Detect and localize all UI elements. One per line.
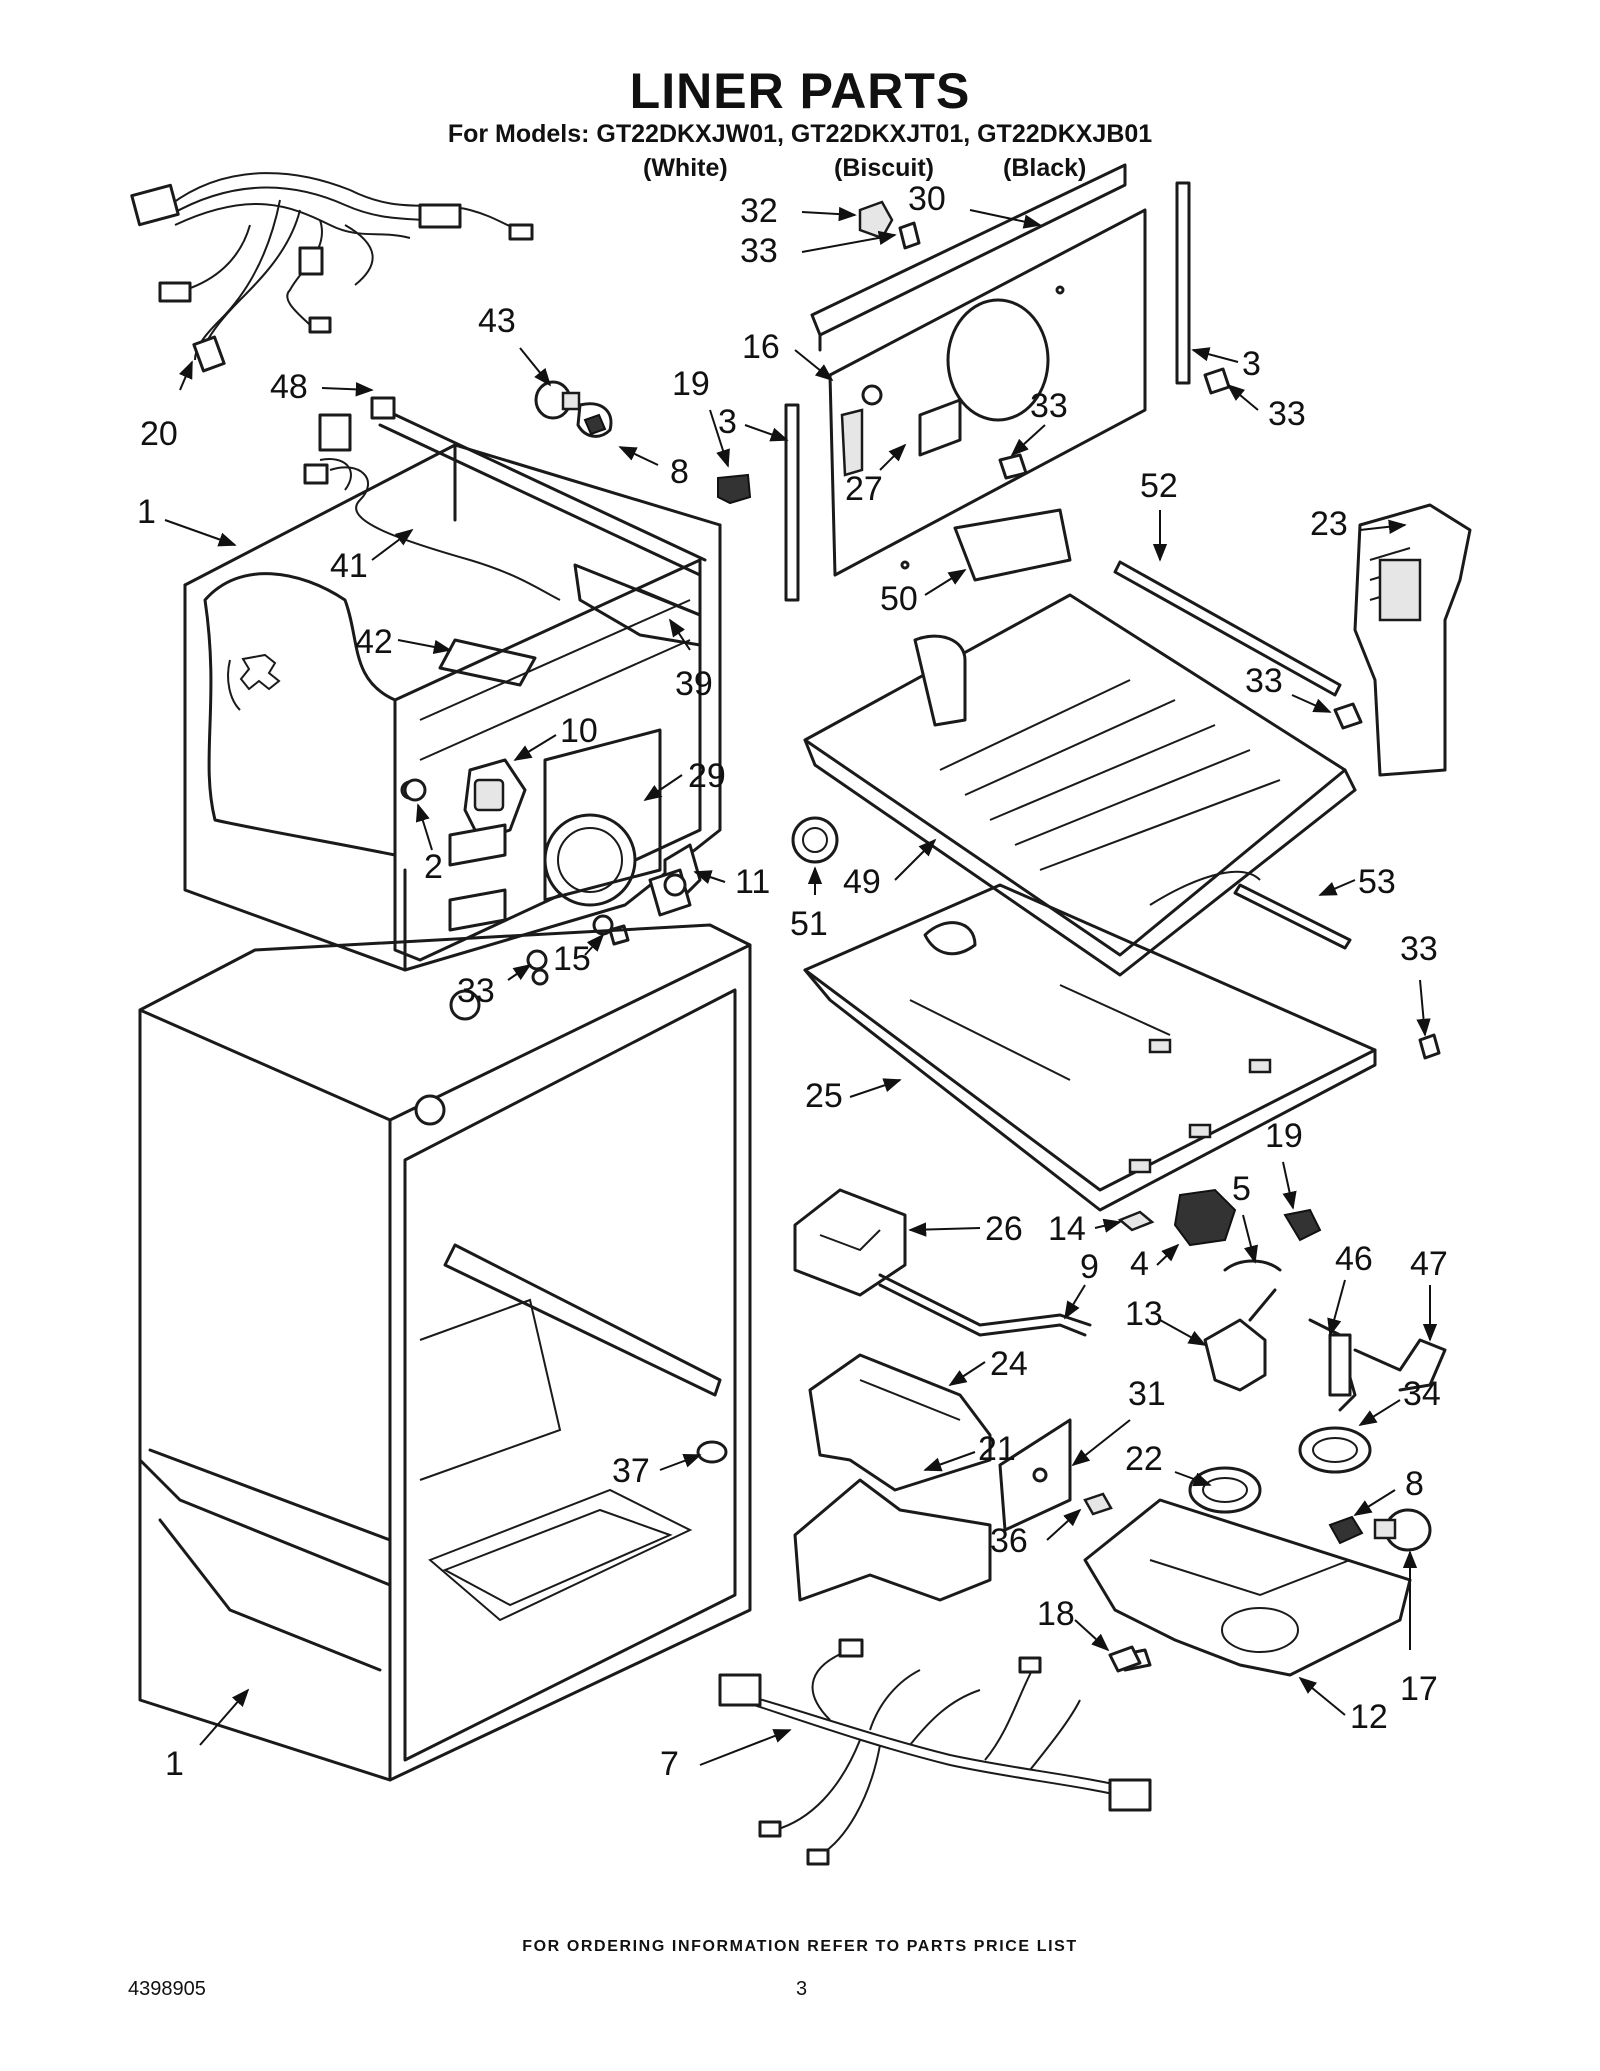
callout-11: 11 (735, 863, 770, 901)
callout-17: 17 (1400, 1670, 1438, 1708)
callout-48: 48 (270, 368, 308, 406)
callout-7: 7 (660, 1745, 679, 1783)
callout-3: 3 (1242, 345, 1261, 383)
callout-3: 3 (718, 403, 737, 441)
damper-assembly (1117, 1188, 1322, 1392)
callout-1: 1 (137, 493, 156, 531)
ice-chute-components (793, 1353, 1113, 1602)
callout-12: 12 (1350, 1698, 1388, 1736)
callout-8: 8 (670, 453, 689, 491)
small-fuse-part-18 (1108, 1645, 1142, 1673)
callout-49: 49 (843, 863, 881, 901)
wire-harness-upper (130, 172, 534, 373)
callout-31: 31 (1128, 1375, 1166, 1413)
callout-18: 18 (1037, 1595, 1075, 1633)
wire-harness-lower (718, 1638, 1152, 1866)
callout-26: 26 (985, 1210, 1023, 1248)
color-black: (Black) (1003, 154, 1087, 182)
callout-15: 15 (553, 940, 591, 978)
callout-19: 19 (1265, 1117, 1303, 1155)
callout-14: 14 (1048, 1210, 1086, 1248)
callout-24: 24 (990, 1345, 1028, 1383)
callout-27: 27 (845, 470, 883, 508)
callout-33: 33 (740, 232, 778, 270)
evaporator-fan-assembly (403, 728, 702, 986)
clip-part-19-upper (717, 473, 752, 505)
callout-33: 33 (457, 972, 495, 1010)
callout-2: 2 (424, 848, 443, 886)
callout-labels: 20 48 43 8 19 3 32 30 33 16 3 33 33 27 1… (137, 180, 1448, 1783)
document-number: 4398905 (128, 1978, 206, 2000)
leader-lines (164, 206, 1438, 1766)
right-side-components (1113, 503, 1472, 1060)
callout-13: 13 (1125, 1295, 1163, 1333)
gasket-strip-left (784, 403, 800, 602)
page-title: LINER PARTS (629, 63, 971, 119)
callout-37: 37 (612, 1452, 650, 1490)
freezer-shelf-tray (791, 508, 1357, 977)
callout-19: 19 (672, 365, 710, 403)
callout-9: 9 (1080, 1248, 1099, 1286)
fresh-food-liner (138, 923, 752, 1782)
model-numbers: For Models: GT22DKXJW01, GT22DKXJT01, GT… (447, 120, 1153, 148)
freezer-floor-shelf (803, 883, 1377, 1212)
callout-5: 5 (1232, 1170, 1251, 1208)
freezer-liner (183, 443, 722, 972)
callout-1: 1 (165, 1745, 184, 1783)
liner-wiring-and-duct (303, 396, 707, 687)
callout-50: 50 (880, 580, 918, 618)
callout-4: 4 (1130, 1245, 1149, 1283)
callout-41: 41 (330, 547, 368, 585)
callout-16: 16 (742, 328, 780, 366)
callout-33: 33 (1030, 387, 1068, 425)
color-biscuit: (Biscuit) (834, 154, 934, 182)
callout-47: 47 (1410, 1245, 1448, 1283)
callout-46: 46 (1335, 1240, 1373, 1278)
page-number: 3 (796, 1978, 808, 2000)
ice-dispenser-upper (793, 1188, 1092, 1337)
callout-23: 23 (1310, 505, 1348, 543)
ordering-note: FOR ORDERING INFORMATION REFER TO PARTS … (522, 1938, 1078, 1955)
lamp-and-socket-upper (534, 380, 613, 438)
callout-42: 42 (355, 623, 393, 661)
callout-25: 25 (805, 1077, 843, 1115)
callout-29: 29 (688, 757, 726, 795)
callout-33: 33 (1400, 930, 1438, 968)
callout-21: 21 (978, 1430, 1016, 1468)
callout-39: 39 (675, 665, 713, 703)
callout-20: 20 (140, 415, 178, 453)
callout-30: 30 (908, 180, 946, 218)
callout-10: 10 (560, 712, 598, 750)
callout-22: 22 (1125, 1440, 1163, 1478)
callout-33: 33 (1268, 395, 1306, 433)
callout-8: 8 (1405, 1465, 1424, 1503)
rear-panel-assembly (810, 163, 1231, 577)
callout-32: 32 (740, 192, 778, 230)
callout-51: 51 (790, 905, 828, 943)
callout-36: 36 (990, 1522, 1028, 1560)
callout-52: 52 (1140, 467, 1178, 505)
callout-53: 53 (1358, 863, 1396, 901)
callout-33: 33 (1245, 662, 1283, 700)
callout-43: 43 (478, 302, 516, 340)
color-white: (White) (643, 154, 728, 182)
callout-34: 34 (1403, 1375, 1441, 1413)
